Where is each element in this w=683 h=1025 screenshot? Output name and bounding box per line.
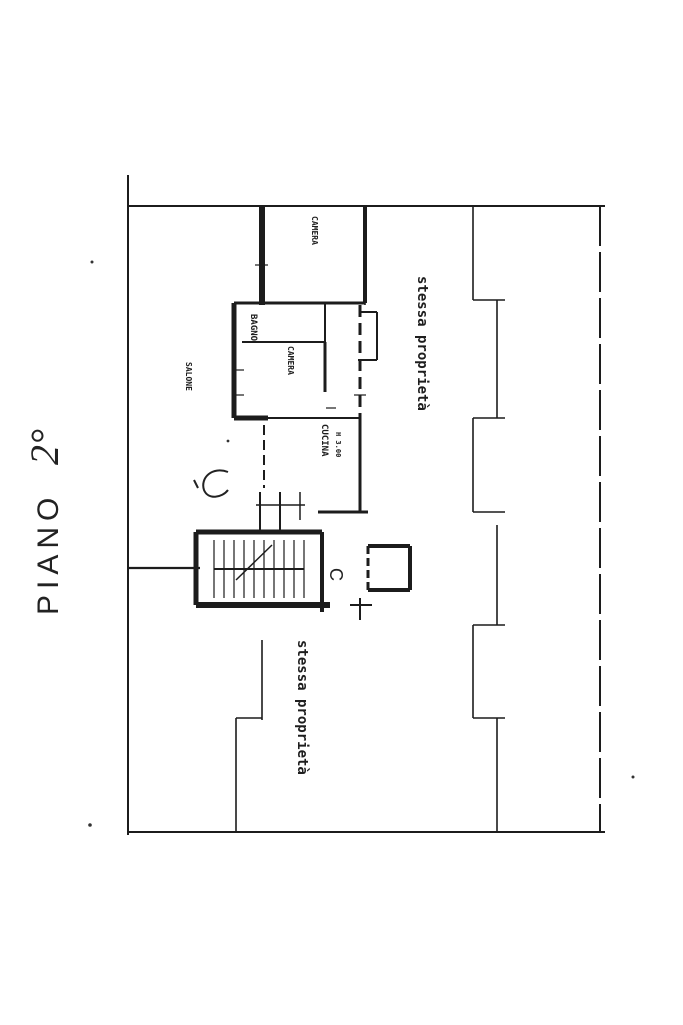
floor-title-text: PIANO [32,492,65,615]
floor-title: PIANO 2° [22,429,67,615]
apartment-walls [193,206,412,620]
room-label-camera-mid: CAMERA [286,346,295,375]
staircase [213,492,305,598]
room-label-camera-top: CAMERA [310,216,319,245]
scan-specks [88,260,635,827]
stair-mark-label: C [326,568,346,581]
neighbor-left-outline [235,640,263,832]
room-label-bagno: BAGNO [248,314,258,342]
outer-boundary [127,175,605,835]
neighbor-right-outline [364,206,505,832]
room-label-salone: SALONE [184,362,193,391]
handwritten-c-mark [202,469,229,498]
floor-number-text: 2° [22,429,67,465]
room-label-cucina-height: H 3.00 [334,432,342,457]
handwritten-tick [193,479,199,489]
neighbor-label-right: stessa proprietà [414,276,430,411]
door-marks [232,264,366,409]
room-label-cucina: CUCINA [319,424,329,457]
neighbor-label-left: stessa proprietà [294,640,310,775]
